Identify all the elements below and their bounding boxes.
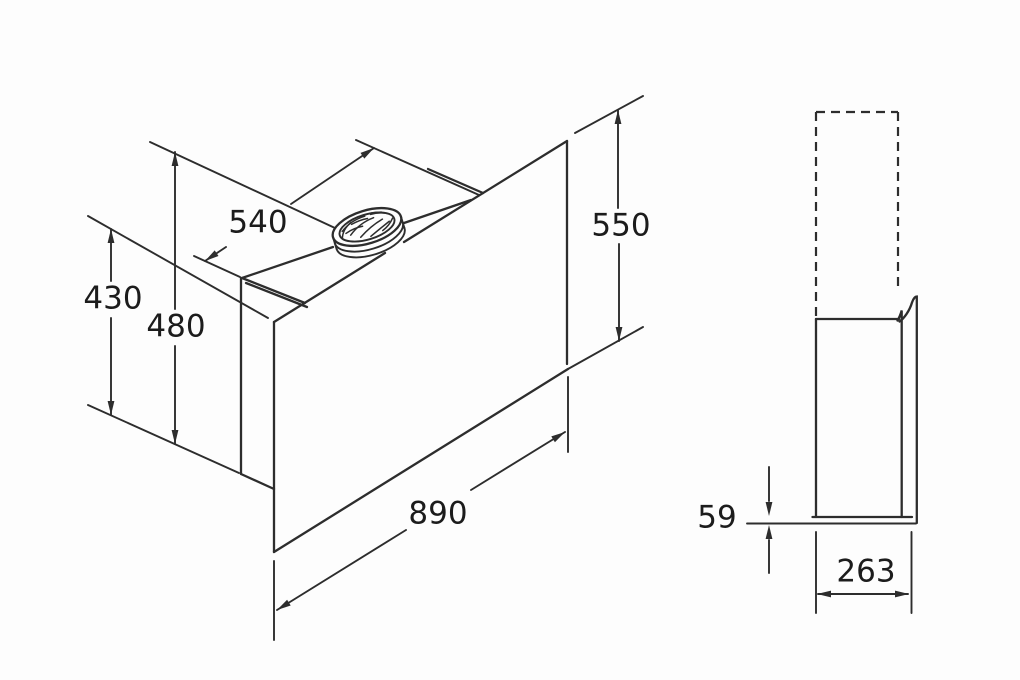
dimension-430: 430 xyxy=(83,215,269,474)
dimension-890: 890 xyxy=(273,431,566,641)
duct-dashed-outline xyxy=(814,110,900,317)
exhaust-outlet xyxy=(331,206,406,259)
hood-outline xyxy=(239,139,644,554)
dimension-480-label: 480 xyxy=(146,309,205,345)
dimension-263-label: 263 xyxy=(836,554,895,590)
perspective-view: 540 430 480 550 xyxy=(83,95,651,641)
dimension-540: 540 xyxy=(193,147,375,278)
dimension-480: 480 xyxy=(146,141,336,445)
spiral-damper-hatching xyxy=(341,211,394,240)
dimension-890-label: 890 xyxy=(408,496,467,532)
dimension-430-label: 430 xyxy=(83,281,142,317)
side-view: 59 263 xyxy=(697,110,918,614)
dimension-550: 550 xyxy=(574,95,651,342)
dimension-550-label: 550 xyxy=(591,208,650,244)
dimension-540-label: 540 xyxy=(228,205,287,241)
dimension-59: 59 xyxy=(697,466,773,574)
dimension-263: 263 xyxy=(815,531,913,614)
dimension-59-label: 59 xyxy=(697,500,736,536)
body-profile xyxy=(746,295,918,525)
